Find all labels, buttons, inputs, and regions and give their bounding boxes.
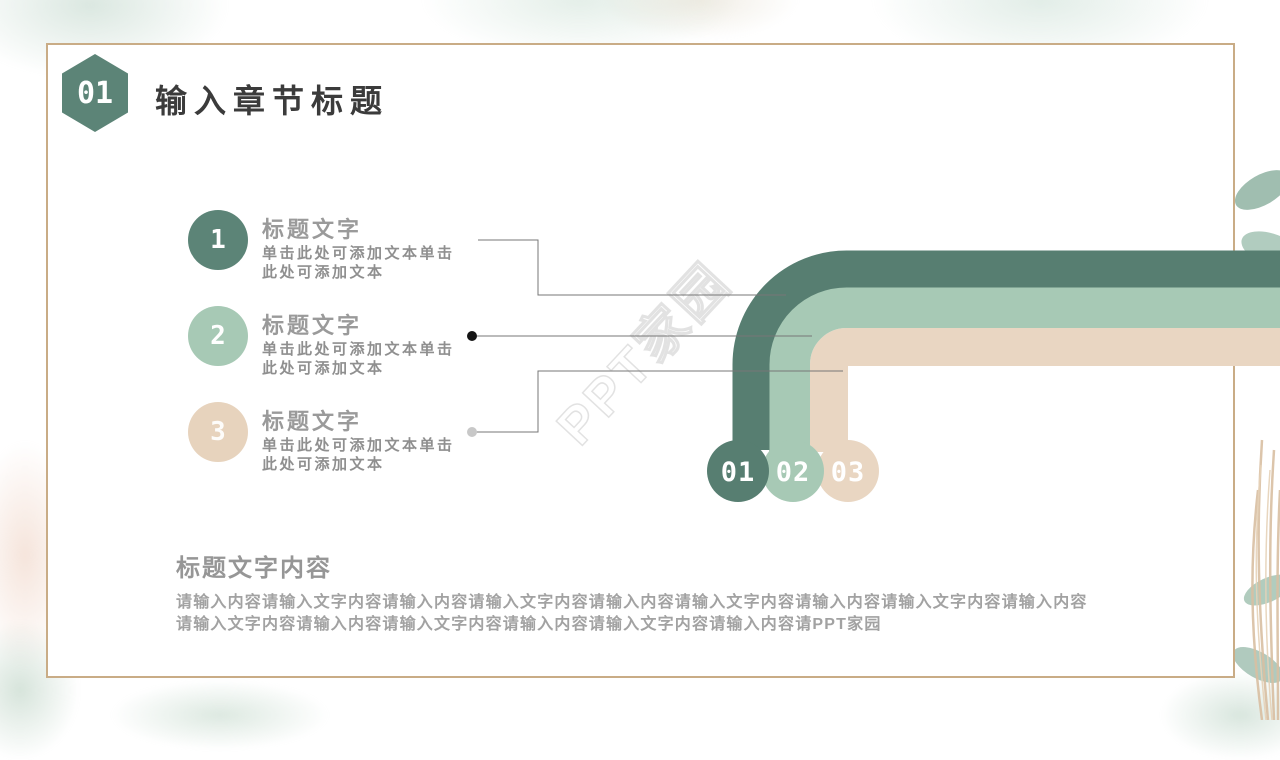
item-body-1: 单击此处可添加文本单击 此处可添加文本 bbox=[262, 244, 455, 282]
item-number-badge-1: 1 bbox=[188, 210, 248, 270]
pipe-03 bbox=[829, 347, 1280, 452]
section-number: 01 bbox=[77, 76, 113, 111]
pipe-02-label: 02 bbox=[776, 457, 811, 488]
item-number-badge-3: 3 bbox=[188, 402, 248, 462]
connector-dot-2 bbox=[467, 331, 477, 341]
bottom-paragraph: 请输入内容请输入文字内容请输入内容请输入文字内容请输入内容请输入文字内容请输入内… bbox=[176, 592, 1126, 636]
item-body-2: 单击此处可添加文本单击 此处可添加文本 bbox=[262, 340, 455, 378]
item-title-1: 标题文字 bbox=[262, 212, 362, 244]
connector-dot-3 bbox=[467, 427, 477, 437]
bottom-paragraph-line-2: 请输入文字内容请输入内容请输入文字内容请输入内容请输入文字内容请输入内容请PPT… bbox=[176, 614, 1126, 636]
pipe-01-label: 01 bbox=[721, 457, 756, 488]
section-title: 输入章节标题 bbox=[155, 76, 389, 122]
item-title-3: 标题文字 bbox=[262, 404, 362, 436]
item-body-3: 单击此处可添加文本单击 此处可添加文本 bbox=[262, 436, 455, 474]
item-number: 1 bbox=[210, 225, 226, 255]
bottom-paragraph-line-1: 请输入内容请输入文字内容请输入内容请输入文字内容请输入内容请输入文字内容请输入内… bbox=[176, 592, 1126, 614]
connector-line-1 bbox=[478, 240, 786, 295]
item-number: 3 bbox=[210, 417, 226, 447]
item-title-2: 标题文字 bbox=[262, 308, 362, 340]
bottom-heading: 标题文字内容 bbox=[176, 548, 332, 583]
slide: PPT家园 01 02 03 01 输入章节标题 1 标题文字 单击此处可添加文… bbox=[0, 0, 1280, 720]
item-number-badge-2: 2 bbox=[188, 306, 248, 366]
item-number: 2 bbox=[210, 321, 226, 351]
pipe-03-label: 03 bbox=[831, 457, 866, 488]
